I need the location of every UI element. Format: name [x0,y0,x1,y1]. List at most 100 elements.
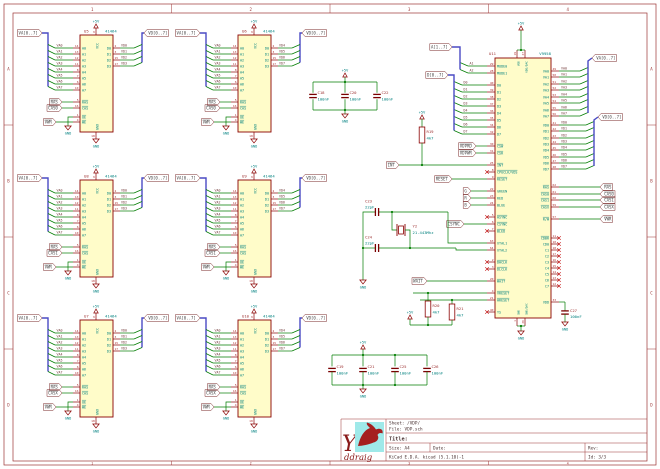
bus-label-va[interactable]: VA[0..7] [17,174,43,182]
bus-label-vd[interactable]: VD[0..7] [301,29,327,37]
global-label-cas[interactable]: CASX [204,389,221,397]
global-label-csync[interactable]: CSYNC [446,220,465,228]
global-label-cas[interactable]: CAS0 [204,104,221,112]
resistor-reference: R21 [457,306,465,311]
chip-body[interactable] [79,179,114,278]
power-flag-gnd[interactable]: GND [92,423,100,434]
net-label: VD3 [121,347,127,351]
power-flag-gnd[interactable]: GND [341,113,349,124]
power-flag-5v[interactable]: +5V [251,305,258,314]
global-label-vdprd[interactable]: VDPRD [458,142,477,150]
power-flag-gnd[interactable]: GND [250,423,258,434]
global-label-vwr[interactable]: VWR [599,215,613,223]
global-label-r[interactable]: R [462,194,472,202]
global-label-cas[interactable]: CASX [46,389,63,397]
pin-number: 18 [91,279,95,283]
pin-number: 10 [75,86,79,90]
chip-body[interactable] [494,57,552,319]
global-label-cas[interactable]: CAS0 [46,104,63,112]
bus-label-va[interactable]: VA[0..7] [17,29,43,37]
bus-label-d[interactable]: D[0..7] [425,71,449,79]
bus-label-a[interactable]: A[1..7] [429,43,453,51]
power-flag-5v[interactable]: +5V [251,20,258,29]
power-flag-5v[interactable]: +5V [360,341,367,350]
bus-label-vd[interactable]: VD[0..7] [597,113,623,121]
power-flag-5v[interactable]: +5V [518,22,525,31]
capacitor-value: 100nF [400,371,412,376]
global-label-wait[interactable]: WAIT [411,277,428,285]
bus-label-va[interactable]: VA[0..7] [175,174,201,182]
bus-label-va[interactable]: VA[0..7] [175,29,201,37]
bus-label-vd[interactable]: VD[0..7] [301,314,327,322]
bus-label-vd[interactable]: VD[0..7] [143,174,169,182]
power-flag-gnd[interactable]: GND [64,125,72,136]
bus-label-vd[interactable]: VD[0..7] [143,314,169,322]
chip-body[interactable] [79,34,114,133]
global-label-cas[interactable]: CAS1 [204,249,221,257]
power-flag-gnd[interactable]: GND [517,330,525,341]
bus-label-vd[interactable]: VD[0..7] [301,174,327,182]
bus-label-va[interactable]: VA[0..7] [175,314,201,322]
global-label-b[interactable]: B [462,201,472,209]
global-label-cas[interactable]: CAS1 [46,249,63,257]
power-flag-5v[interactable]: +5V [407,311,414,320]
power-flag-gnd[interactable]: GND [64,410,72,421]
bus-label-vd[interactable]: VD[0..7] [143,29,169,37]
global-label-vwr[interactable]: VWR [201,118,215,126]
power-flag-gnd[interactable]: GND [222,125,230,136]
power-flag-gnd[interactable]: GND [359,388,367,399]
power-flag-gnd[interactable]: GND [359,279,367,290]
chip-body[interactable] [237,319,272,418]
power-flag-gnd[interactable]: GND [92,283,100,294]
power-flag-gnd[interactable]: GND [64,270,72,281]
global-label-vwr[interactable]: VWR [43,263,57,271]
global-label-vwr[interactable]: VWR [43,118,57,126]
global-label-vwr[interactable]: VWR [201,263,215,271]
global-label-cas1[interactable]: CAS1 [599,196,616,204]
power-flag-gnd[interactable]: GND [250,283,258,294]
power-flag-gnd[interactable]: GND [222,410,230,421]
global-label-reset[interactable]: RESET [434,175,453,183]
power-flag-5v[interactable]: +5V [93,305,100,314]
power-flag-5v[interactable]: +5V [93,20,100,29]
power-flag-gnd[interactable]: GND [561,321,569,332]
global-label-g[interactable]: G [462,187,472,195]
power-flag-gnd[interactable]: GND [92,138,100,149]
global-label-int[interactable]: INT [386,161,400,169]
bus-label-va[interactable]: VA[0..7] [591,54,617,62]
global-label-vdpwr[interactable]: VDPWR [458,149,477,157]
chip-body[interactable] [237,179,272,278]
chip-body[interactable] [79,319,114,418]
power-flag-5v[interactable]: +5V [93,165,100,174]
label-text: VA[0..7] [177,31,196,36]
power-flag-5v[interactable]: +5V [419,111,426,120]
pin-name: DLCLK [497,267,508,271]
power-flag-5v[interactable]: +5V [251,165,258,174]
power-flag-5v[interactable]: +5V [342,69,349,78]
global-label-vwr[interactable]: VWR [43,403,57,411]
global-label-vwr[interactable]: VWR [201,403,215,411]
power-flag-gnd[interactable]: GND [222,270,230,281]
bus-label-va[interactable]: VA[0..7] [17,314,43,322]
power-flag-gnd[interactable]: GND [250,138,258,149]
global-label-ras[interactable]: RAS [599,183,613,191]
chip-body[interactable] [237,34,272,133]
global-label-casx[interactable]: CASX [599,203,616,211]
